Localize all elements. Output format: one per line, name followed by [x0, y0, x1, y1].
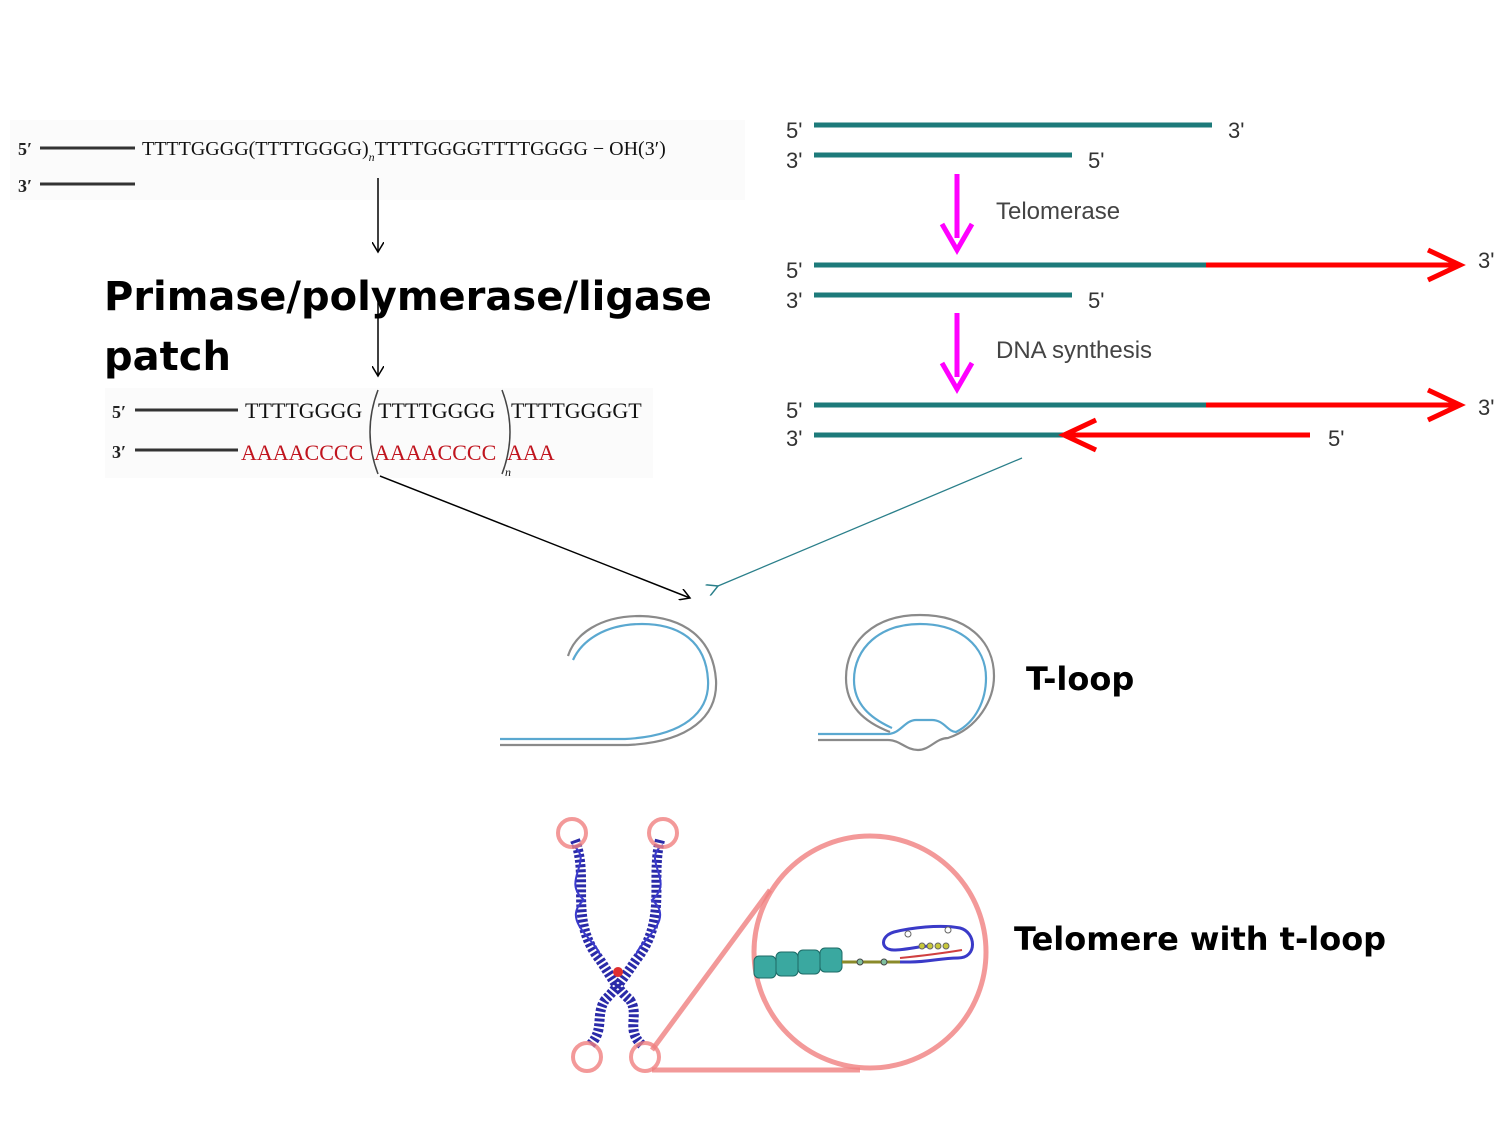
arrow-left-to-loop [379, 475, 690, 598]
row3-red-fill-in [1058, 417, 1310, 453]
row1-5prime: 5' [786, 118, 802, 143]
mini-t-loop [882, 924, 974, 964]
telomere-circle-bottom-right [629, 1041, 661, 1073]
patched-bottom-seq-3: AAA [507, 440, 555, 465]
patched-3-label: 3′ [112, 442, 126, 462]
magnified-telomere [751, 833, 989, 1071]
patched-bottom-seq-2: AAAACCCC [374, 440, 496, 465]
patched-top-seq-3: TTTTGGGGT [511, 398, 642, 423]
step-dna-synthesis: DNA synthesis [996, 337, 1152, 364]
row2-5prime: 5' [786, 258, 802, 283]
patched-subscript-n: n [505, 465, 511, 479]
row2-5prime-end: 5' [1088, 288, 1104, 313]
row1-3prime-end: 3' [1228, 118, 1244, 143]
telomere-circle-bottom-left [571, 1041, 603, 1073]
patched-5-label: 5′ [112, 402, 126, 422]
patched-sequence: 5′ TTTTGGGG TTTTGGGG TTTTGGGGT 3′ AAAACC… [105, 388, 653, 479]
telomere-circle-top-left [556, 817, 588, 849]
seq-tail: TTTTGGGGTTTTGGGG [375, 138, 588, 160]
zoom-line-upper [649, 888, 773, 1052]
magenta-arrow-2 [939, 313, 975, 395]
row3-3prime-end: 3' [1478, 395, 1494, 420]
strand-5-label: 5′ [18, 139, 32, 159]
patch-label-line1: Primase/polymerase/ligase [104, 274, 712, 320]
nucleosomes [753, 947, 843, 979]
telomere-circle-top-right [647, 817, 679, 849]
row1-3prime: 3' [786, 148, 802, 173]
arrow-right-to-loop [718, 457, 1023, 586]
right-parenthesis [501, 389, 511, 475]
row2-red-extension [1206, 247, 1466, 283]
magenta-arrow-1 [939, 174, 975, 256]
chromosome [570, 838, 665, 1049]
left-parenthesis [369, 389, 379, 475]
patched-top-seq-1: TTTTGGGG [245, 398, 362, 423]
patched-bottom-seq-1: AAAACCCC [241, 440, 363, 465]
row3-5prime: 5' [786, 398, 802, 423]
t-loop-label: T-loop [1026, 660, 1134, 698]
seq-subscript-n: n [369, 150, 375, 164]
seq-repeat: TTTTGGGG(TTTTGGGG) [142, 138, 369, 160]
patched-top-seq-2: TTTTGGGG [378, 398, 495, 423]
patch-label-line2: patch [104, 334, 231, 380]
seq-oh-end: − OH(3′) [588, 138, 666, 160]
row2-3prime-end: 3' [1478, 248, 1494, 273]
telomere-with-t-loop-label: Telomere with t-loop [1014, 920, 1386, 958]
t-loop-open [500, 614, 718, 747]
top-sequence: TTTTGGGG(TTTTGGGG)nTTTTGGGGTTTTGGGG − OH… [142, 138, 666, 164]
row3-3prime: 3' [786, 426, 802, 451]
t-loop-closed [818, 613, 996, 752]
telomerase-panel: 5' 3' 3' 5' Telomerase 5' 3' 3' 5' DNA s… [786, 118, 1494, 453]
row1-5prime-end: 5' [1088, 148, 1104, 173]
row2-3prime: 3' [786, 288, 802, 313]
strand-3-label: 3′ [18, 176, 32, 196]
step-telomerase: Telomerase [996, 198, 1120, 225]
row3-5prime-end: 5' [1328, 426, 1344, 451]
row3-red-extension [1206, 387, 1466, 423]
